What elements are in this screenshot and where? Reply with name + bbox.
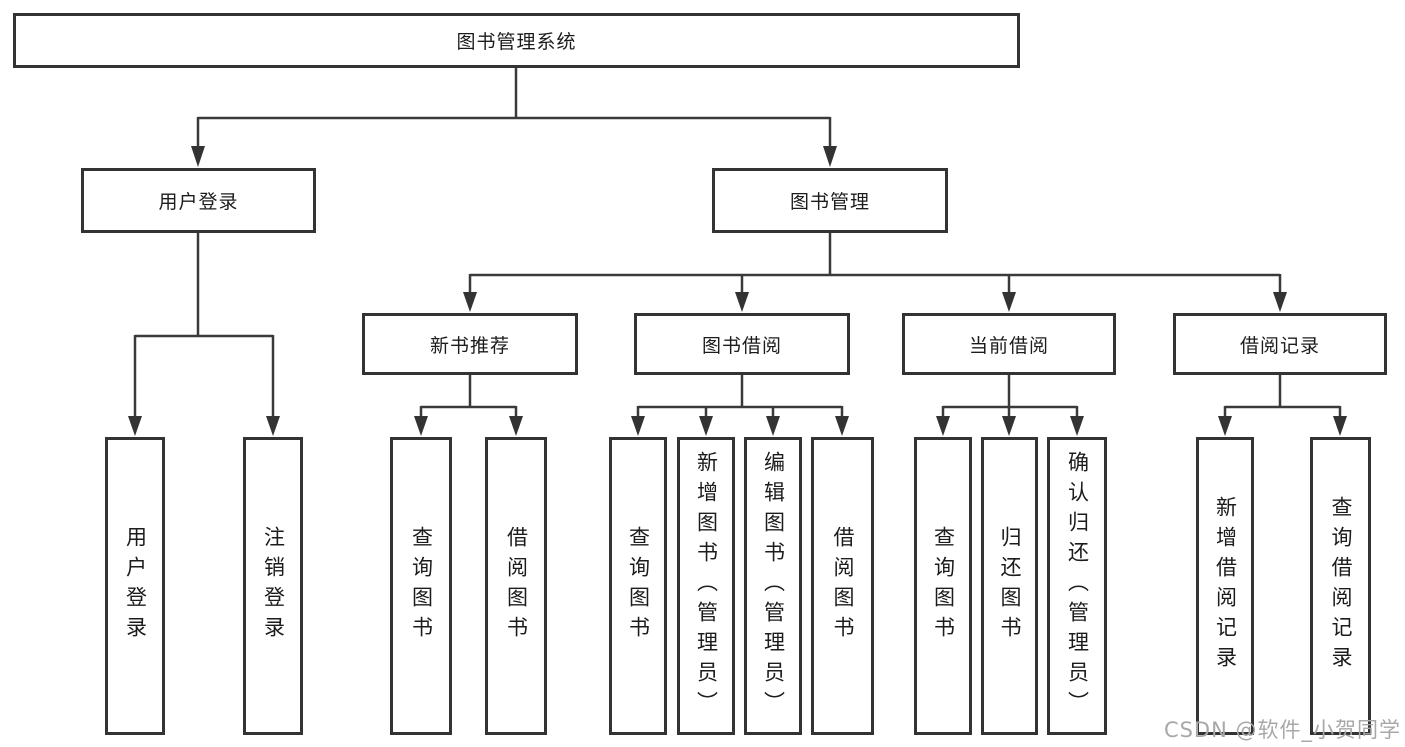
node-borrowing-records: 借阅记录 [1173,313,1387,375]
leaf-query-borrow-record: 查询借阅记录 [1310,437,1371,735]
leaf-query-books-3: 查询图书 [914,437,972,735]
leaf-confirm-return-admin: 确认归还（管理员） [1047,437,1107,735]
leaf-logout: 注销登录 [243,437,303,735]
node-new-book-recommendation: 新书推荐 [362,313,578,375]
node-root: 图书管理系统 [13,13,1020,68]
leaf-borrow-books-2: 借阅图书 [811,437,874,735]
leaf-return-books: 归还图书 [981,437,1038,735]
leaf-edit-books-admin: 编辑图书（管理员） [744,437,802,735]
node-user-login: 用户登录 [81,168,316,233]
node-current-borrowing: 当前借阅 [902,313,1116,375]
csdn-watermark: CSDN @软件_小贺同学 [1163,718,1401,742]
leaf-query-books-1: 查询图书 [390,437,452,735]
leaf-user-login: 用户登录 [105,437,165,735]
leaf-query-books-2: 查询图书 [609,437,667,735]
leaf-add-borrow-record: 新增借阅记录 [1196,437,1254,735]
leaf-borrow-books-1: 借阅图书 [485,437,547,735]
leaf-add-books-admin: 新增图书（管理员） [677,437,735,735]
node-book-borrowing: 图书借阅 [634,313,850,375]
node-book-management: 图书管理 [712,168,948,233]
